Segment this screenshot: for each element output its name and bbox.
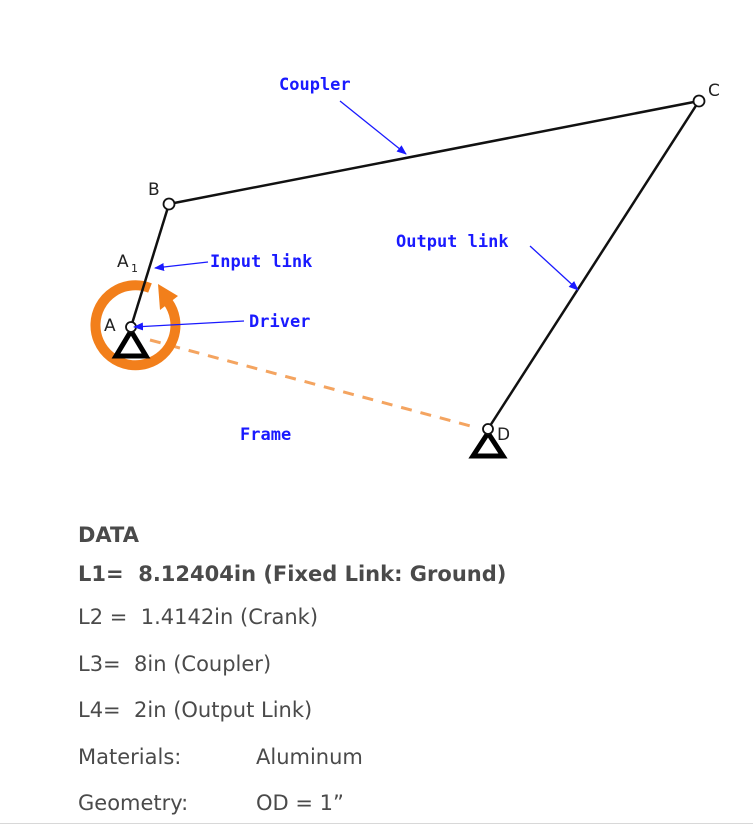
l1-key: L1= — [78, 562, 131, 586]
driver-label: Driver — [249, 312, 310, 332]
data-row-l2: L2 = 1.4142in (Crank) — [78, 594, 506, 641]
point-label-c: C — [708, 81, 720, 101]
output-link-pointer — [529, 245, 579, 291]
point-label-d: D — [497, 425, 510, 445]
coupler-label: Coupler — [279, 75, 351, 95]
input-link — [129, 203, 171, 328]
coupler-pointer — [339, 100, 407, 155]
joint-d — [482, 423, 494, 435]
joint-c — [692, 94, 706, 108]
data-title: DATA — [78, 523, 140, 547]
point-label-a: A — [104, 316, 116, 336]
output-link — [486, 100, 701, 430]
driver-rotation-arrow — [90, 280, 181, 371]
materials-value: Aluminum — [256, 744, 363, 769]
joint-b — [162, 197, 176, 211]
ground-support-d — [468, 428, 508, 459]
materials-key: Materials: — [78, 744, 182, 769]
geometry-value: OD = 1” — [256, 791, 344, 815]
four-bar-linkage-diagram: A A 1 B C D Coupler Input link Output li… — [90, 75, 720, 459]
data-row-l3: L3= 8in (Coupler) — [78, 641, 506, 688]
data-section: DATA L1= 8.12404in (Fixed Link: Ground) … — [78, 520, 506, 827]
ground-support-a — [111, 326, 151, 359]
frame-label: Frame — [240, 425, 291, 445]
l3-value: 8in (Coupler) — [134, 651, 272, 676]
coupler-link — [168, 99, 700, 206]
input-link-pointer — [154, 261, 209, 271]
data-row-l4: L4= 2in (Output Link) — [78, 687, 506, 734]
geometry-key: Geometry: — [78, 791, 189, 815]
l3-key: L3= — [78, 651, 128, 676]
data-row-l1: L1= 8.12404in (Fixed Link: Ground) — [78, 554, 506, 594]
l2-value: 1.4142in (Crank) — [140, 605, 319, 629]
l2-key: L2 = — [78, 605, 135, 629]
data-row-materials: Materials: Aluminum — [78, 734, 506, 781]
l1-value: 8.12404in (Fixed Link: Ground) — [138, 562, 507, 586]
output-link-label: Output link — [396, 232, 509, 252]
input-link-label: Input link — [210, 252, 312, 272]
frame-line — [149, 338, 479, 430]
data-row-geometry: Geometry: OD = 1” — [78, 780, 506, 827]
point-label-a1: A — [117, 252, 129, 272]
l4-value: 2in (Output Link) — [134, 698, 313, 722]
bottom-divider — [0, 823, 753, 824]
l4-key: L4= — [78, 698, 128, 722]
point-label-a1-subscript: 1 — [131, 262, 138, 275]
point-label-b: B — [148, 180, 160, 200]
driver-pointer — [133, 320, 245, 331]
